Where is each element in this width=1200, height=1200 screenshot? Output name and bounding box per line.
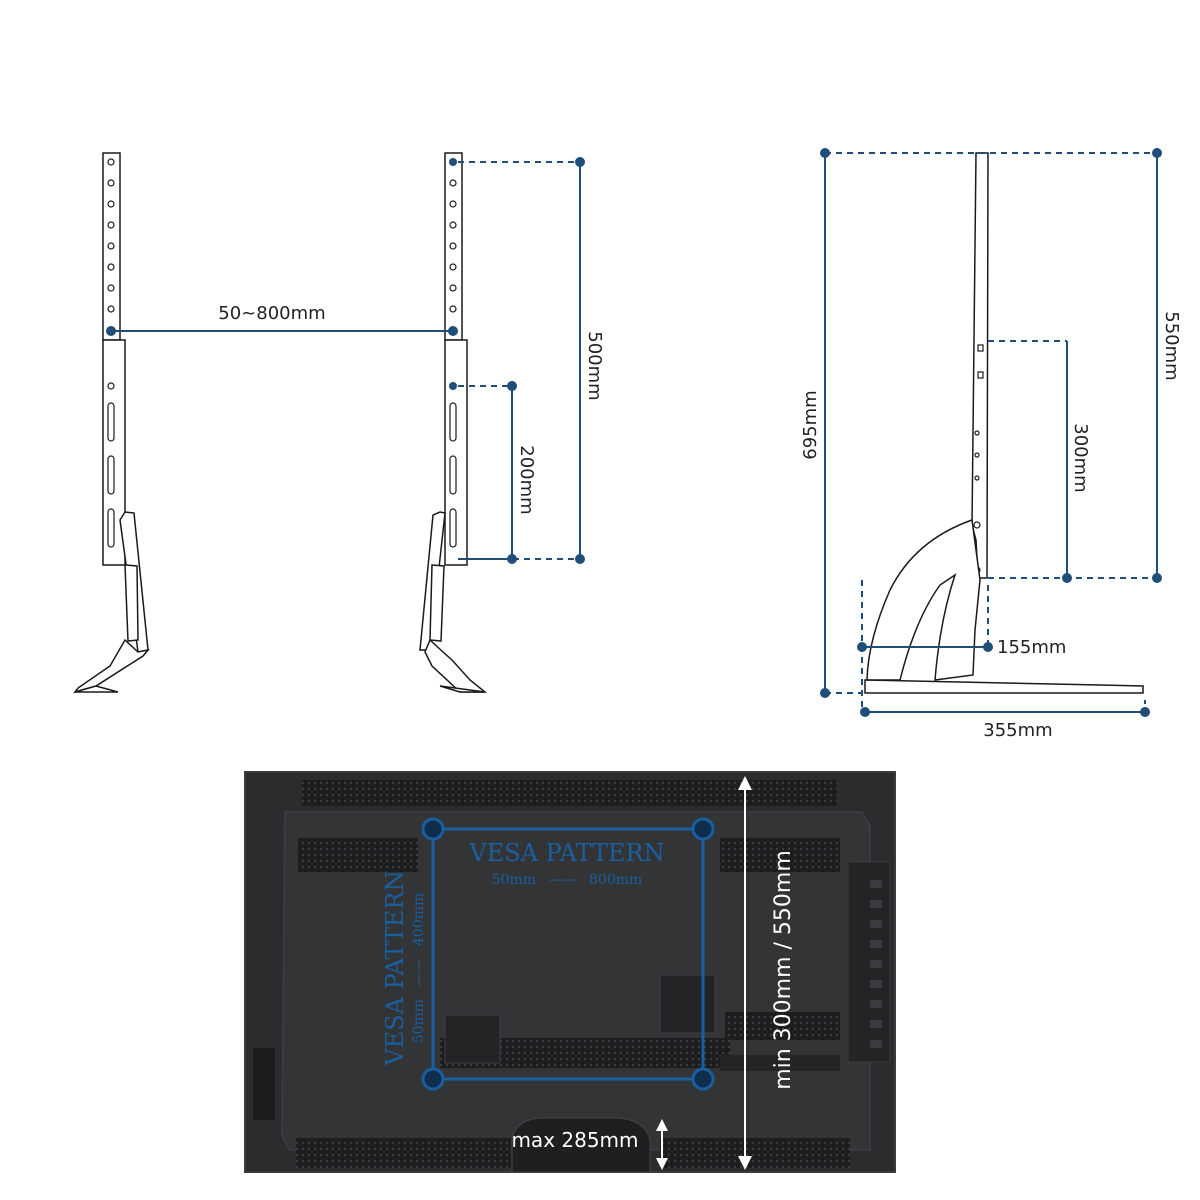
front-dimension-lines xyxy=(106,157,585,564)
neck-depth-label: 155mm xyxy=(997,637,1066,658)
vesa-vertical-max: 400mm xyxy=(411,893,427,946)
vesa-horizontal-dash: —— xyxy=(549,872,577,888)
side-dimension-labels: 695mm 550mm 300mm 155mm 355mm xyxy=(800,311,1182,741)
left-upright xyxy=(73,152,150,694)
tv-height-indicators xyxy=(656,776,752,1170)
front-view xyxy=(73,152,488,694)
tv-stand-neck xyxy=(511,1117,651,1173)
right-handle xyxy=(659,974,716,1034)
io-ports xyxy=(720,880,882,1071)
vesa-horizontal-label: VESA PATTERN xyxy=(468,839,664,867)
vesa-vertical-label: VESA PATTERN xyxy=(381,870,409,1066)
vesa-horizontal-range: 50mm —— 800mm xyxy=(492,872,643,888)
height-range-label: min 300mm / 550mm xyxy=(771,850,796,1090)
total-height-label: 500mm xyxy=(584,331,605,400)
vesa-frame xyxy=(431,827,705,1081)
front-dimension-labels: 50~800mm 500mm 200mm xyxy=(218,303,605,515)
side-dimension-lines xyxy=(820,148,1162,717)
vent-upper-left xyxy=(298,838,418,872)
mid-height-label: 300mm xyxy=(1070,423,1091,492)
side-key-block xyxy=(253,1048,275,1120)
vent-bottom-right xyxy=(660,1138,850,1168)
vesa-vertical-dash: —— xyxy=(411,958,427,986)
column-height-label: 550mm xyxy=(1161,311,1182,380)
right-upright xyxy=(419,152,488,693)
port-bay xyxy=(847,861,891,1063)
side-view xyxy=(864,152,1144,694)
left-handle xyxy=(444,1014,501,1064)
lower-height-label: 200mm xyxy=(516,445,537,514)
vesa-mount-holes xyxy=(421,817,715,1091)
vent-bottom-left xyxy=(296,1138,511,1168)
vesa-horizontal-min: 50mm xyxy=(492,872,536,888)
width-range-label: 50~800mm xyxy=(218,303,325,324)
vesa-vertical-range: 50mm —— 400mm xyxy=(411,893,427,1044)
overall-height-label: 695mm xyxy=(800,390,821,459)
vesa-vertical-min: 50mm xyxy=(411,999,427,1043)
vesa-horizontal-max: 800mm xyxy=(589,872,642,888)
vesa-overlay: VESA PATTERN 50mm —— 800mm VESA PATTERN … xyxy=(381,817,715,1091)
vent-top xyxy=(302,780,837,806)
vent-upper-right xyxy=(720,838,840,872)
stand-clearance-label: max 285mm xyxy=(511,1128,638,1152)
tv-back-photo xyxy=(244,771,896,1173)
base-depth-label: 355mm xyxy=(983,720,1052,741)
